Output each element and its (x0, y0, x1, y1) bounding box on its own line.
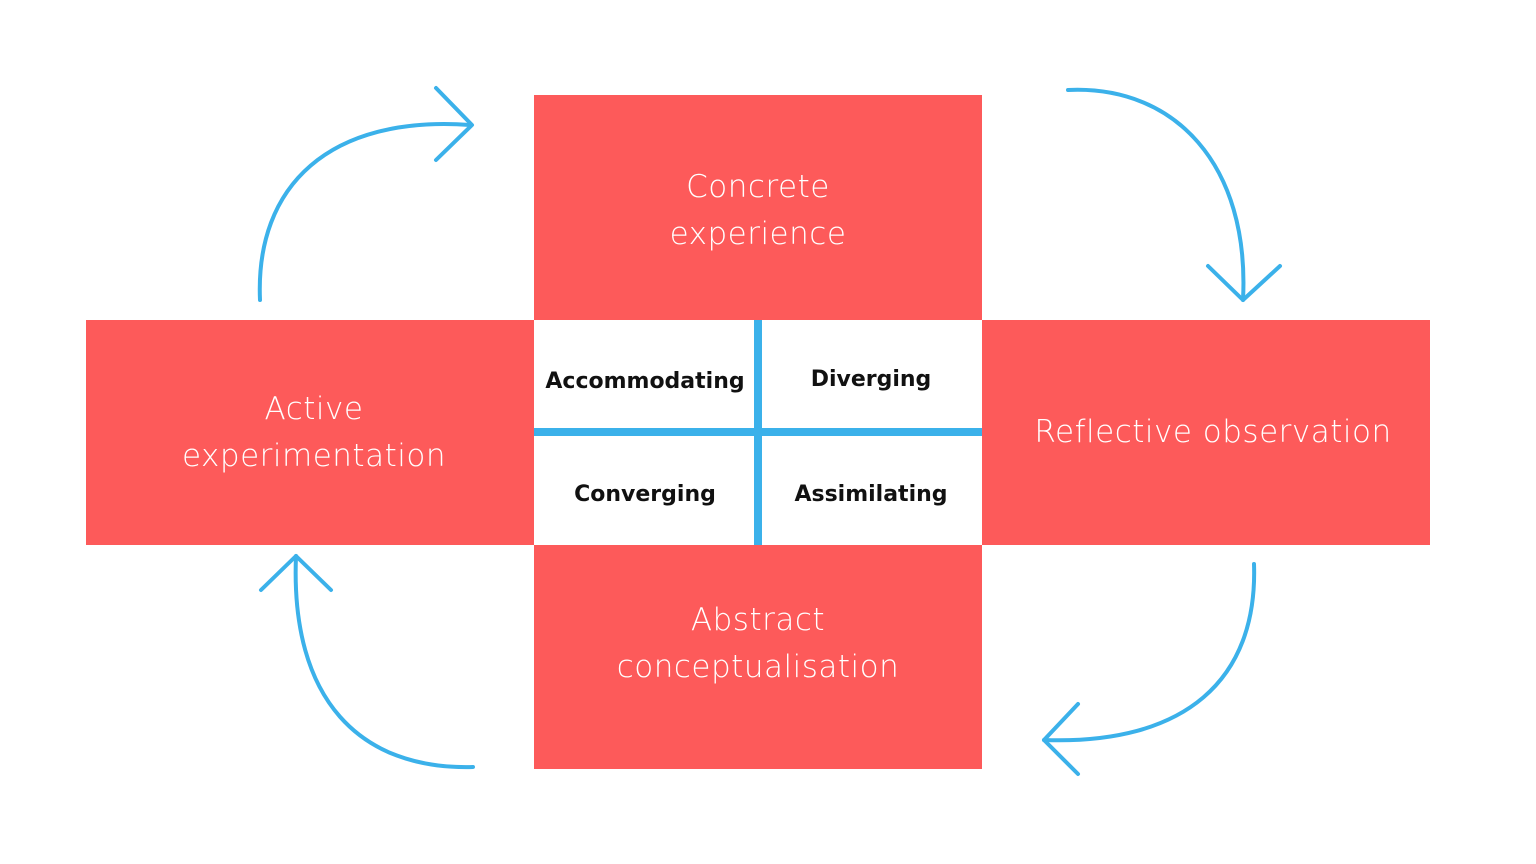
style-converging: Converging (534, 436, 756, 545)
arrow-concrete-to-reflective (1066, 87, 1282, 302)
stage-label-line: Abstract (690, 601, 826, 638)
grid-divider-horizontal (534, 428, 982, 436)
arrow-head-down-icon (1206, 264, 1282, 302)
arrow-abstract-to-active (259, 554, 475, 770)
stage-label-line: experimentation (182, 437, 446, 474)
arrow-active-to-concrete (257, 86, 474, 302)
stage-active-experimentation: Active experimentation (86, 320, 534, 545)
stage-label-line: experience (669, 216, 847, 252)
style-accommodating: Accommodating (534, 320, 756, 432)
stage-label-line: Concrete (686, 169, 830, 205)
arrow-head-right-icon (434, 86, 474, 162)
arrow-reflective-to-abstract (1042, 562, 1257, 776)
stage-reflective-observation: Reflective observation (982, 320, 1430, 545)
style-label: Assimilating (794, 482, 948, 507)
arrow-curve (257, 122, 472, 302)
stage-label-line: Active (264, 390, 364, 427)
arrow-curve (1042, 562, 1257, 743)
style-label: Converging (574, 482, 716, 507)
stage-abstract-conceptualisation: Abstract conceptualisation (534, 544, 982, 769)
stage-label-line: Reflective observation (1034, 414, 1392, 450)
stage-concrete-experience: Concrete experience (534, 95, 982, 321)
style-assimilating: Assimilating (760, 436, 982, 545)
arrow-head-left-icon (1042, 702, 1080, 776)
style-label: Accommodating (545, 368, 745, 394)
arrow-curve (293, 554, 475, 770)
style-label: Diverging (810, 366, 932, 392)
arrow-head-up-icon (259, 554, 333, 592)
learning-styles-grid: Accommodating Diverging Converging Assim… (534, 320, 982, 545)
stage-label-line: conceptualisation (616, 648, 900, 685)
style-diverging: Diverging (760, 320, 982, 432)
arrow-curve (1066, 87, 1246, 302)
